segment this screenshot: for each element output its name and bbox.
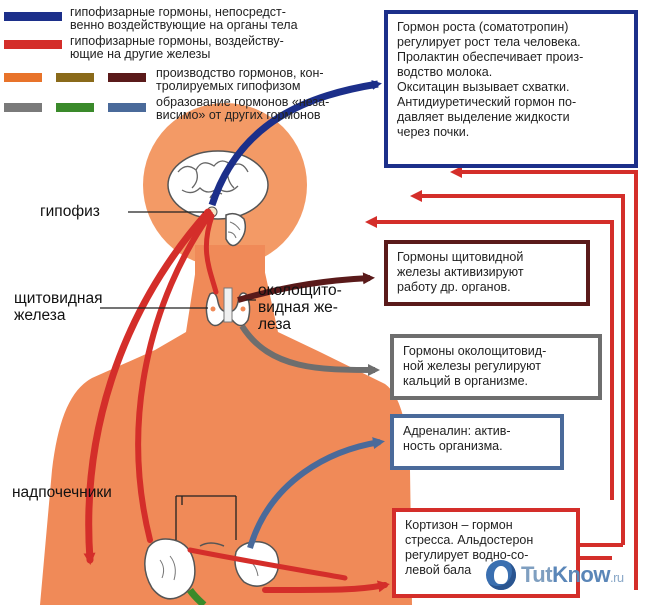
adrenal-bracket [175,495,237,540]
legend-bars [4,12,146,112]
box-thyroid-hormones: Гормоны щитовидной железы активизируют р… [384,240,590,306]
label-parathyroid: околощито- видная же- леза [258,282,342,333]
box-thyroid-text: Гормоны щитовидной железы активизируют р… [397,250,524,294]
box-parathyroid-hormones: Гормоны околощитовид- ной железы регулир… [390,334,602,400]
body-silhouette [40,103,412,605]
watermark-accent: Know [552,562,610,587]
label-adrenal: надпочечники [12,484,112,501]
red-arrows [83,208,390,593]
tutknow-logo-icon [486,560,516,590]
thyroid-arrow [237,272,375,303]
label-pituitary: гипофиз [40,203,100,220]
box-cortisone-text: Кортизон – гормон стресса. Альдостерон р… [405,518,534,577]
legend-item-controlled: производство гормонов, кон- тролируемых … [156,66,324,93]
watermark: TutKnow.ru [486,560,624,590]
label-thyroid: щитовидная железа [14,290,103,324]
parathyroid-arrow [239,324,380,376]
box-adrenaline-text: Адреналин: актив- ность организма. [403,424,511,453]
legend-item-direct: гипофизарные гормоны, непосредст- венно … [70,5,298,32]
thyroid-organ [205,287,251,327]
legend-item-independent: образование гормонов «неза- висимо» от д… [156,95,330,122]
box-cortisone: Кортизон – гормон стресса. Альдостерон р… [392,508,580,598]
legend-item-glands: гипофизарные гормоны, воздейству- ющие н… [70,34,284,61]
pituitary-arrow [208,80,382,207]
label-pointers [100,211,256,309]
watermark-main: Tut [521,562,553,587]
watermark-tld: .ru [609,570,624,585]
box-pituitary-text: Гормон роста (соматотропин) регулирует р… [397,20,584,139]
box-pituitary-hormones: Гормон роста (соматотропин) регулирует р… [384,10,638,168]
box-parathyroid-text: Гормоны околощитовид- ной железы регулир… [403,344,547,388]
watermark-text: TutKnow.ru [521,562,624,588]
adrenaline-arrow [247,437,385,549]
box-adrenaline: Адреналин: актив- ность организма. [390,414,564,470]
